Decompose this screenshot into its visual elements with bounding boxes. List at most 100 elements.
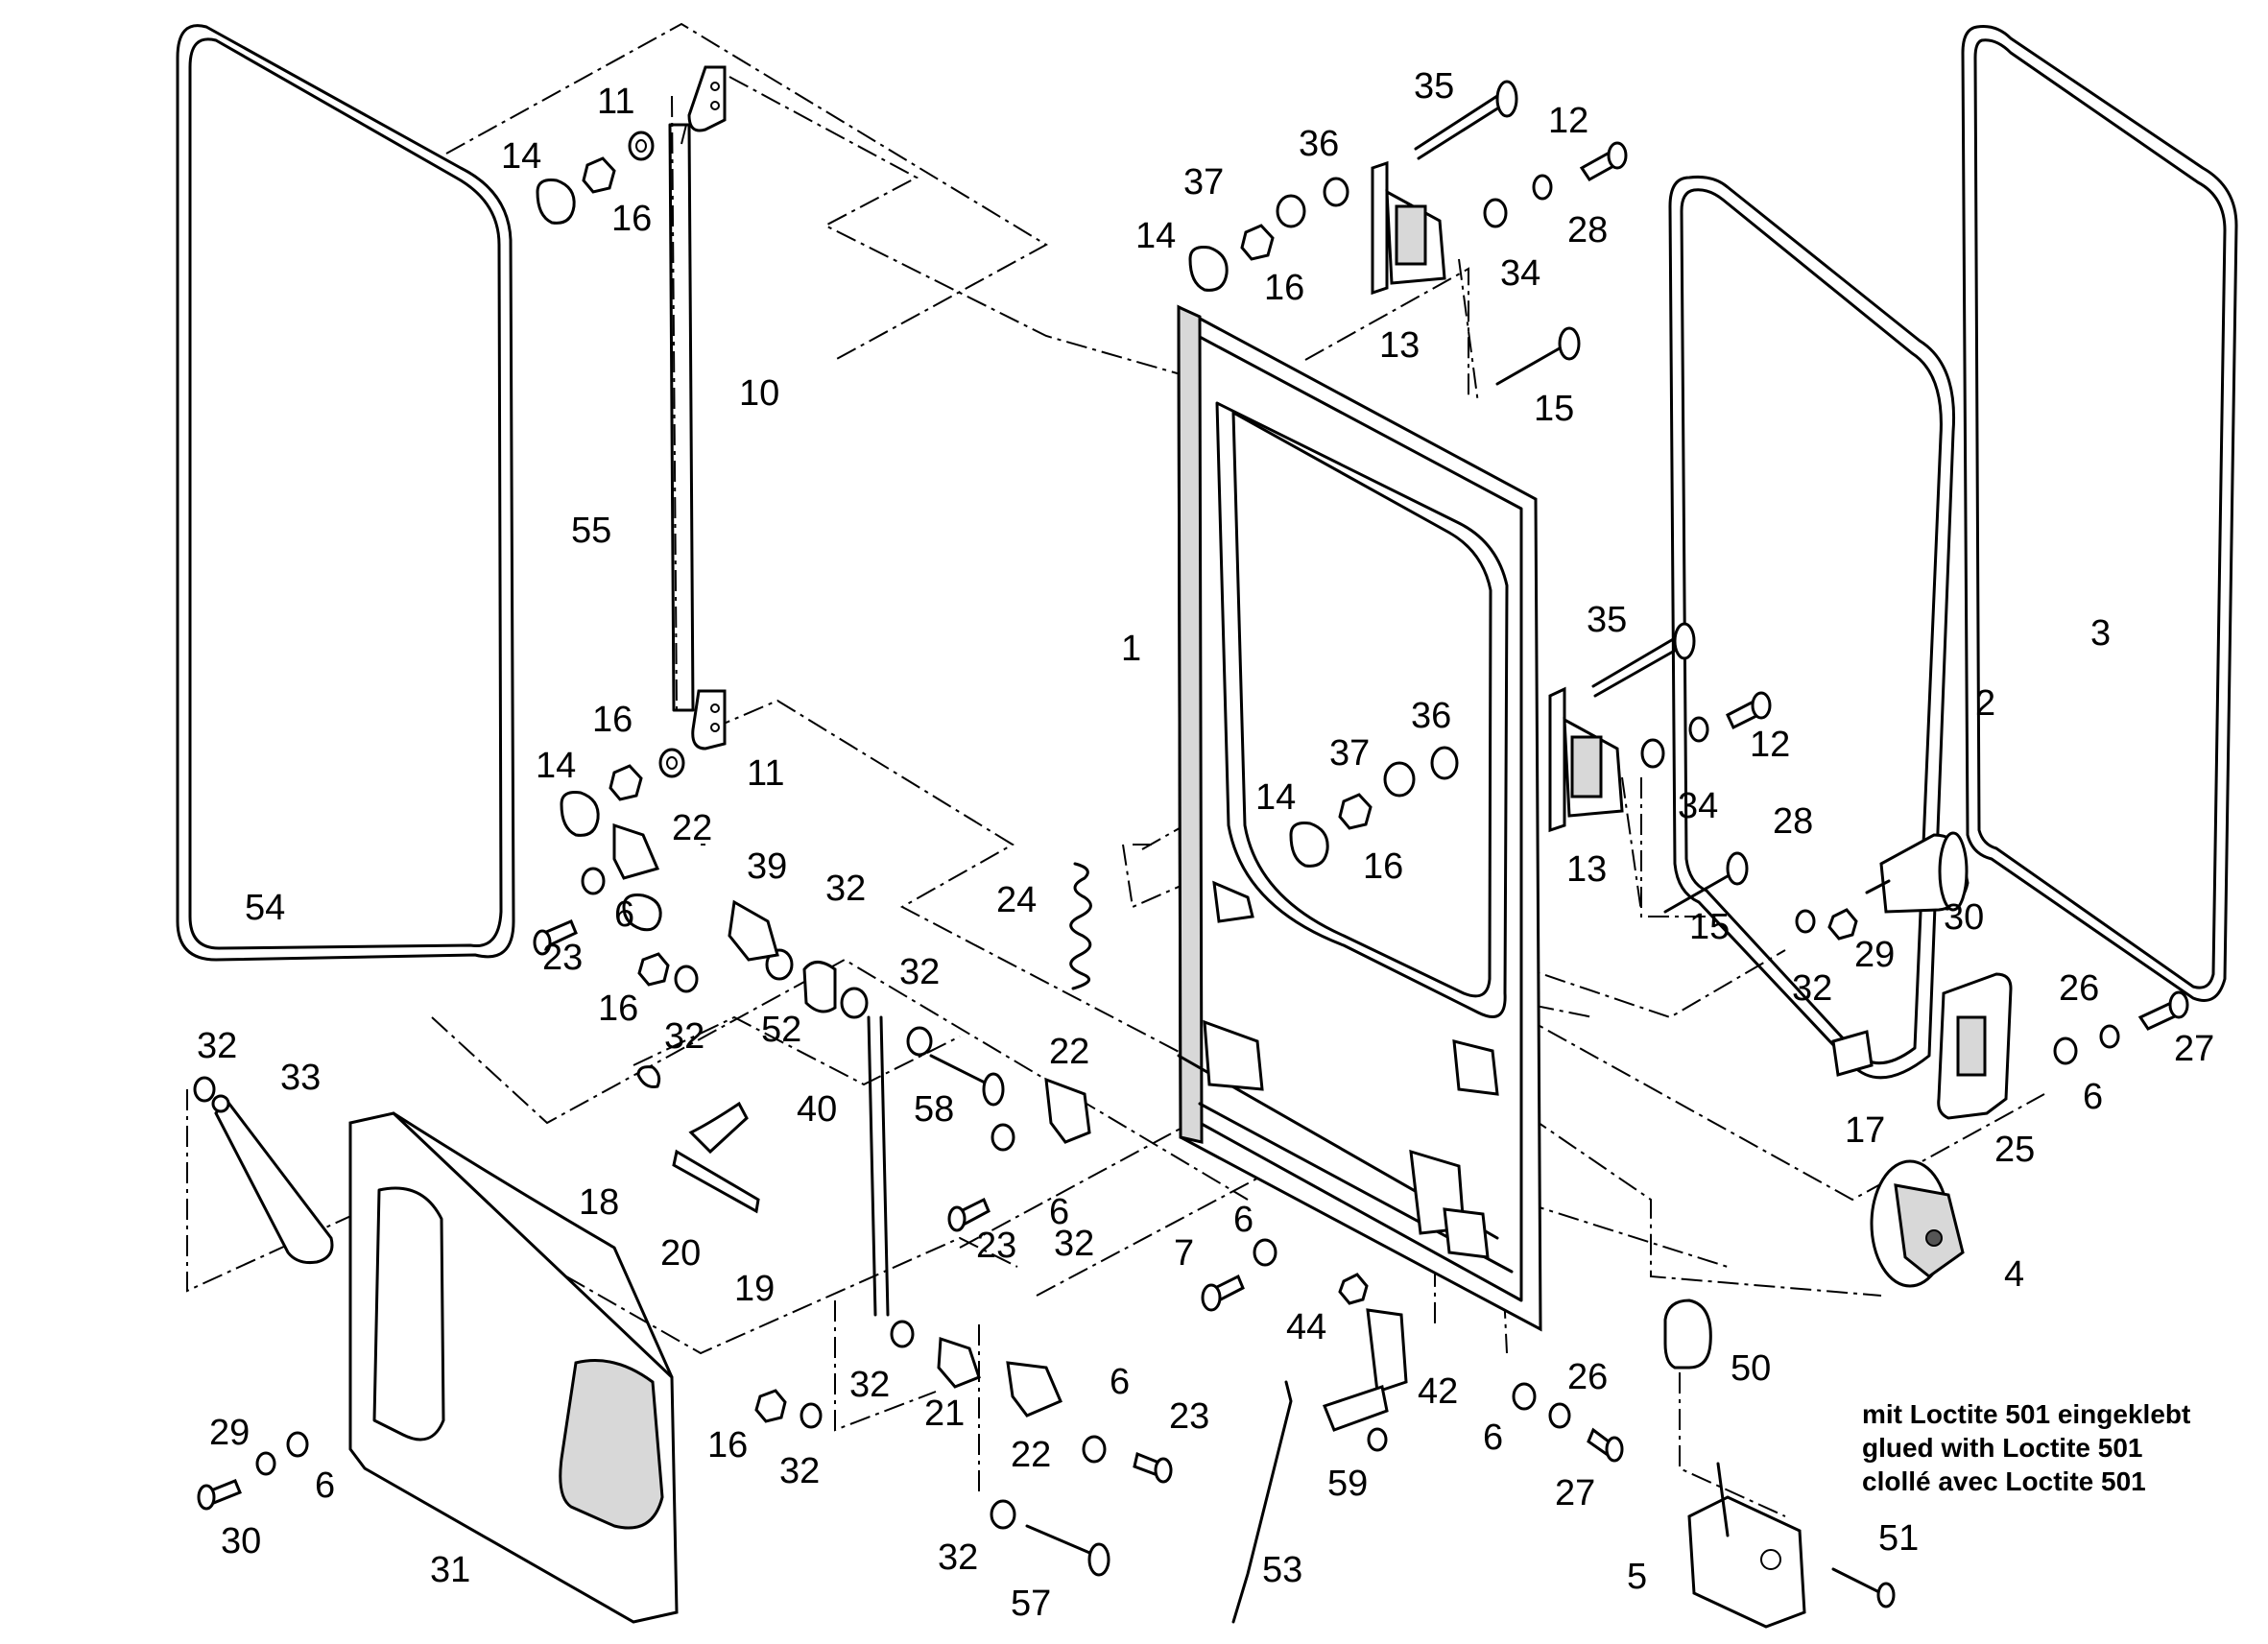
callout-54: 54 (245, 888, 285, 928)
bolt-15-top (1495, 326, 1581, 386)
callout-32: 32 (197, 1026, 237, 1066)
callout-labels: 1 2 3 4 5 6 6 6 6 6 6 6 7 10 11 11 12 12… (197, 66, 2214, 1624)
bolt-30-left (197, 1479, 242, 1511)
callout-18: 18 (579, 1182, 619, 1223)
callout-36: 36 (1299, 124, 1339, 164)
callout-50: 50 (1731, 1348, 1771, 1389)
trim-panel-31 (348, 1111, 679, 1624)
callout-27: 27 (1555, 1473, 1595, 1513)
callout-15: 15 (1534, 389, 1574, 429)
callout-26: 26 (2059, 968, 2099, 1009)
callout-32: 32 (664, 1016, 704, 1057)
rod-53 (1231, 1380, 1293, 1624)
callout-26: 26 (1567, 1357, 1608, 1397)
callout-37: 37 (1183, 162, 1224, 203)
callout-12: 12 (1750, 725, 1790, 765)
mechanisms (728, 880, 1499, 1389)
callout-4: 4 (2004, 1254, 2024, 1295)
note-english: glued with Loctite 501 (1862, 1433, 2142, 1463)
callout-40: 40 (797, 1089, 837, 1130)
buffer-30 (1865, 831, 1970, 914)
callout-6: 6 (315, 1465, 335, 1506)
callout-13: 13 (1566, 849, 1607, 890)
callout-32: 32 (1054, 1224, 1094, 1264)
lever-20 (672, 1101, 760, 1214)
callout-23: 23 (542, 938, 583, 978)
latch-42 (1323, 1308, 1408, 1432)
callout-16: 16 (1264, 268, 1304, 308)
window-seal-54 (176, 24, 515, 962)
callout-22: 22 (1011, 1435, 1051, 1475)
callout-30: 30 (1944, 897, 1984, 938)
window-frame-3 (1961, 25, 2238, 1002)
callout-16: 16 (592, 700, 633, 740)
callout-20: 20 (660, 1233, 701, 1274)
cap-50 (1663, 1299, 1712, 1370)
callout-13: 13 (1379, 325, 1420, 366)
hinge-13-bottom (1548, 686, 1624, 833)
callout-6: 6 (1233, 1200, 1253, 1240)
striker-25 (1937, 972, 2013, 1120)
bolt-23-a (533, 919, 578, 956)
note-french: clollé avec Loctite 501 (1862, 1466, 2146, 1496)
callout-32: 32 (1792, 968, 1832, 1009)
callout-30: 30 (221, 1521, 261, 1561)
callout-11: 11 (747, 753, 784, 794)
callout-21: 21 (924, 1394, 965, 1434)
callout-51: 51 (1878, 1518, 1919, 1559)
callout-55: 55 (571, 511, 611, 551)
bolt-27 (2137, 990, 2189, 1031)
loctite-note: mit Loctite 501 eingeklebt glued with Lo… (1862, 1399, 2190, 1496)
callout-58: 58 (914, 1089, 954, 1130)
callout-22: 22 (672, 808, 712, 848)
spring-24 (1069, 862, 1092, 990)
callout-42: 42 (1418, 1371, 1458, 1412)
callout-5: 5 (1627, 1557, 1647, 1597)
callout-14: 14 (536, 746, 576, 786)
callout-32: 32 (849, 1365, 890, 1405)
bolt-12-top (1579, 141, 1628, 181)
washers-nuts (193, 131, 2120, 1530)
callout-14: 14 (1135, 216, 1176, 256)
callout-37: 37 (1329, 733, 1370, 774)
callout-35: 35 (1414, 66, 1454, 107)
callout-34: 34 (1678, 786, 1718, 826)
callout-23: 23 (976, 1226, 1016, 1266)
pad-17 (1831, 1030, 1874, 1077)
bolt-27-b (1587, 1427, 1624, 1463)
callout-16: 16 (1363, 846, 1403, 887)
bolt-23-c (1133, 1451, 1173, 1484)
bolt-23-b (947, 1197, 991, 1232)
rod-40 (867, 1015, 890, 1317)
callout-6: 6 (1483, 1418, 1503, 1458)
bolt-12-bottom (1726, 691, 1772, 730)
hinge-13-top (1371, 160, 1446, 296)
callout-32: 32 (899, 952, 940, 992)
callout-12: 12 (1548, 101, 1588, 141)
callout-2: 2 (1975, 683, 1995, 724)
lock-4 (1870, 1159, 1965, 1288)
callout-39: 39 (747, 846, 787, 887)
callout-19: 19 (734, 1269, 775, 1309)
callout-16: 16 (598, 989, 638, 1029)
bolt-57 (1025, 1524, 1110, 1577)
callout-32: 32 (938, 1537, 978, 1578)
callout-6: 6 (1049, 1192, 1069, 1232)
callout-14: 14 (1255, 777, 1296, 818)
bolt-35-bottom (1591, 622, 1696, 698)
callout-34: 34 (1500, 253, 1540, 294)
bolt-7 (1201, 1274, 1245, 1312)
callout-15: 15 (1689, 907, 1730, 947)
bolt-58 (929, 1054, 1005, 1107)
callout-11: 11 (597, 82, 634, 122)
callout-7: 7 (1174, 1233, 1194, 1274)
callout-22: 22 (1049, 1032, 1089, 1072)
callout-16: 16 (707, 1425, 748, 1465)
callout-10: 10 (739, 373, 779, 414)
callout-16: 16 (611, 199, 652, 239)
callout-17: 17 (1845, 1110, 1885, 1151)
callout-33: 33 (280, 1058, 321, 1098)
callout-28: 28 (1567, 210, 1608, 250)
callout-31: 31 (430, 1550, 470, 1590)
